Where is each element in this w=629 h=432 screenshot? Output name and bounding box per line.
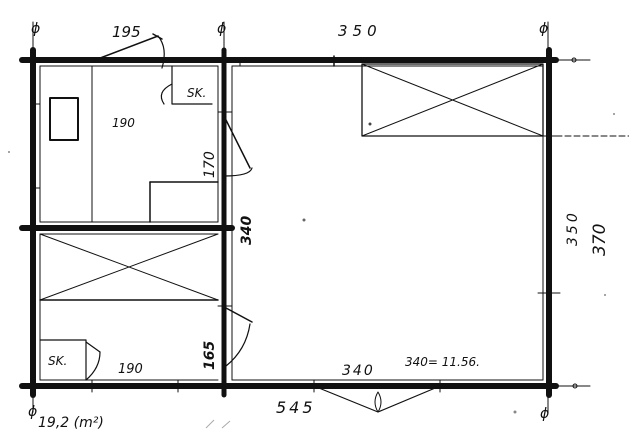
dim-top-left: 195 (112, 23, 141, 41)
wall-ticks (91, 55, 335, 393)
note-area: 19,2 (m²) (38, 415, 104, 431)
grid-marker-top-mid: ɸ (217, 21, 226, 37)
dim-right-v: 350 (565, 210, 581, 246)
partition-left (91, 65, 219, 223)
label-sk-bottom: SK. (48, 354, 67, 368)
door-bottom (313, 379, 441, 413)
dim-bottom-mid: 340 (342, 363, 375, 379)
door-bottom-right (225, 307, 253, 367)
dim-top: 350 (338, 22, 382, 40)
inner-wall-lines (39, 65, 544, 381)
crossed-area-left (39, 233, 219, 301)
door-top-left (94, 33, 165, 69)
grid-marker-top-left: ɸ (31, 21, 40, 37)
annotations: 195 350 190 SK. 170 340 350 370 165 SK. … (38, 22, 610, 431)
grid-marker-bottom-right: ɸ (540, 406, 549, 422)
label-room-b: 190 (118, 362, 143, 377)
window-left (33, 97, 79, 189)
dimension-lines (32, 21, 629, 413)
dim-door-v1: 170 (202, 151, 218, 178)
cupboard-bottom (39, 339, 101, 381)
pencil-marks (8, 113, 615, 429)
grid-marker-top-right: ɸ (539, 21, 548, 37)
dim-mid-v: 340 (239, 216, 255, 245)
door-mid-right (223, 115, 253, 177)
dim-right-v2: 370 (590, 224, 610, 256)
note-bottom: 340= 11.56. (405, 355, 480, 369)
dim-bottom: 545 (276, 398, 316, 417)
crossed-area-top-right (361, 63, 544, 137)
outer-walls (19, 47, 559, 398)
dim-door-v2: 165 (202, 341, 218, 370)
label-room-a: 190 (112, 116, 135, 130)
cupboard-top (160, 65, 213, 105)
label-sk-top: SK. (187, 86, 206, 100)
